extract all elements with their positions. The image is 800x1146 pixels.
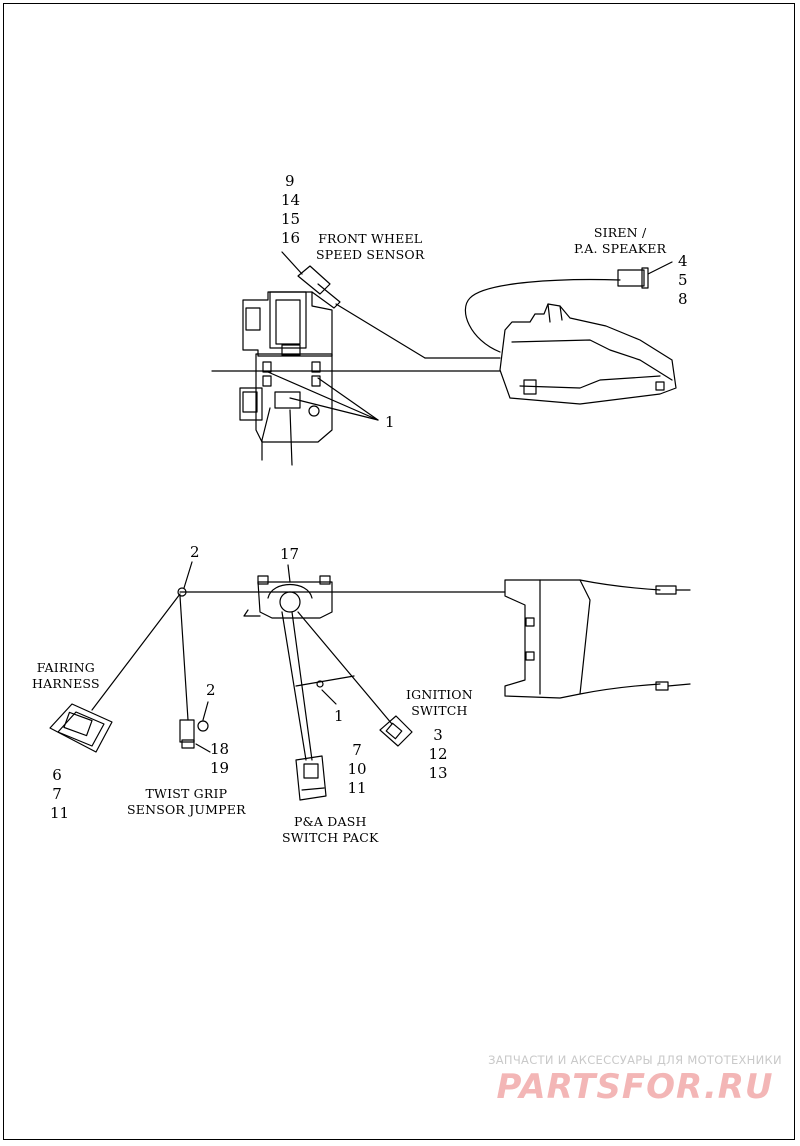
- callout-19: 19: [210, 759, 230, 777]
- callout-fairing: 6 7 11: [50, 766, 70, 823]
- callout-12: 12: [428, 745, 448, 763]
- callout-16: 16: [281, 229, 301, 247]
- caption-front-wheel-line1: FRONT WHEEL: [318, 231, 423, 246]
- callout-dash: 7 10 11: [345, 741, 369, 798]
- dash-branch-2: [291, 611, 313, 761]
- callout-13: 13: [428, 764, 448, 782]
- handlebar-bracket: [239, 291, 333, 466]
- callout-10: 10: [347, 760, 367, 778]
- callout-front-wheel: 9 14 15 16: [281, 172, 300, 248]
- caption-fairing: FAIRING HARNESS: [32, 660, 100, 692]
- tie-strap: [295, 675, 355, 687]
- watermark-tagline: ЗАПЧАСТИ И АКСЕССУАРЫ ДЛЯ МОТОТЕХНИКИ: [488, 1053, 782, 1067]
- callout-4: 4: [678, 252, 688, 270]
- page-border: [3, 3, 795, 1140]
- callout-1-upper: 1: [385, 413, 395, 431]
- caption-twist-line1: TWIST GRIP: [145, 786, 228, 801]
- upper-harness-view: [211, 251, 677, 466]
- lower-harness-view: [49, 561, 691, 801]
- callout-7-fairing: 7: [52, 785, 62, 803]
- caption-dash-line2: SWITCH PACK: [282, 830, 379, 845]
- dash-switch-pack-connector: [295, 755, 327, 801]
- caption-dash: P&A DASH SWITCH PACK: [282, 814, 379, 846]
- caption-siren-line2: P.A. SPEAKER: [574, 241, 667, 256]
- callout-11-dash: 11: [347, 779, 367, 797]
- callout-ignition: 3 12 13: [428, 726, 448, 783]
- callout-5: 5: [678, 271, 688, 289]
- siren-wire: [464, 278, 621, 353]
- watermark-logo: PARTSFOR.RU: [496, 1067, 774, 1107]
- callout-twist: 18 19: [210, 740, 229, 778]
- ignition-bracket: [243, 564, 333, 619]
- caption-ignition-line1: IGNITION: [406, 687, 473, 702]
- callout-17: 17: [280, 545, 300, 563]
- caption-siren: SIREN / P.A. SPEAKER: [574, 225, 666, 257]
- callout-6: 6: [52, 766, 62, 784]
- leader-1c: [289, 397, 379, 421]
- caption-ignition: IGNITION SWITCH: [406, 687, 473, 719]
- callout-15: 15: [281, 210, 301, 228]
- caption-fairing-line1: FAIRING: [36, 660, 95, 675]
- leader-1b: [317, 377, 379, 421]
- dash-branch: [281, 611, 307, 761]
- fairing-housing: [499, 303, 677, 405]
- twist-branch: [179, 595, 189, 721]
- callout-9: 9: [285, 172, 295, 190]
- ignition-branch: [297, 611, 393, 725]
- callout-1-lower: 1: [334, 707, 344, 725]
- caption-twist: TWIST GRIP SENSOR JUMPER: [127, 786, 246, 818]
- callout-2-top: 2: [190, 543, 200, 561]
- caption-fairing-line2: HARNESS: [32, 676, 100, 691]
- watermark: ЗАПЧАСТИ И АКСЕССУАРЫ ДЛЯ МОТОТЕХНИКИ PA…: [485, 1053, 785, 1107]
- leader-2: [183, 561, 193, 589]
- splice-2: [177, 587, 187, 597]
- ignition-switch-connector: [379, 715, 413, 747]
- callout-3: 3: [433, 726, 443, 744]
- caption-front-wheel: FRONT WHEEL SPEED SENSOR: [316, 231, 424, 263]
- fairing-harness-connector: [49, 703, 113, 753]
- leader-1a: [267, 371, 379, 421]
- callout-14: 14: [281, 191, 301, 209]
- twist-grip-connector: [179, 701, 211, 753]
- caption-ignition-line2: SWITCH: [411, 703, 468, 718]
- caption-dash-line1: P&A DASH: [293, 814, 367, 829]
- callout-7-dash: 7: [352, 741, 362, 759]
- caption-siren-line1: SIREN /: [593, 225, 647, 240]
- callout-8: 8: [678, 290, 688, 308]
- front-wheel-speed-sensor-connector: [281, 251, 501, 359]
- fairing-frame: [504, 579, 691, 699]
- caption-twist-line2: SENSOR JUMPER: [127, 802, 246, 817]
- callout-2-twist: 2: [206, 681, 216, 699]
- callout-siren: 4 5 8: [678, 252, 688, 309]
- caption-front-wheel-line2: SPEED SENSOR: [316, 247, 425, 262]
- siren-connector: [617, 261, 673, 289]
- callout-11-fairing: 11: [50, 804, 70, 822]
- callout-18: 18: [210, 740, 230, 758]
- fairing-branch: [91, 593, 181, 711]
- leader-front-wheel: [281, 251, 303, 275]
